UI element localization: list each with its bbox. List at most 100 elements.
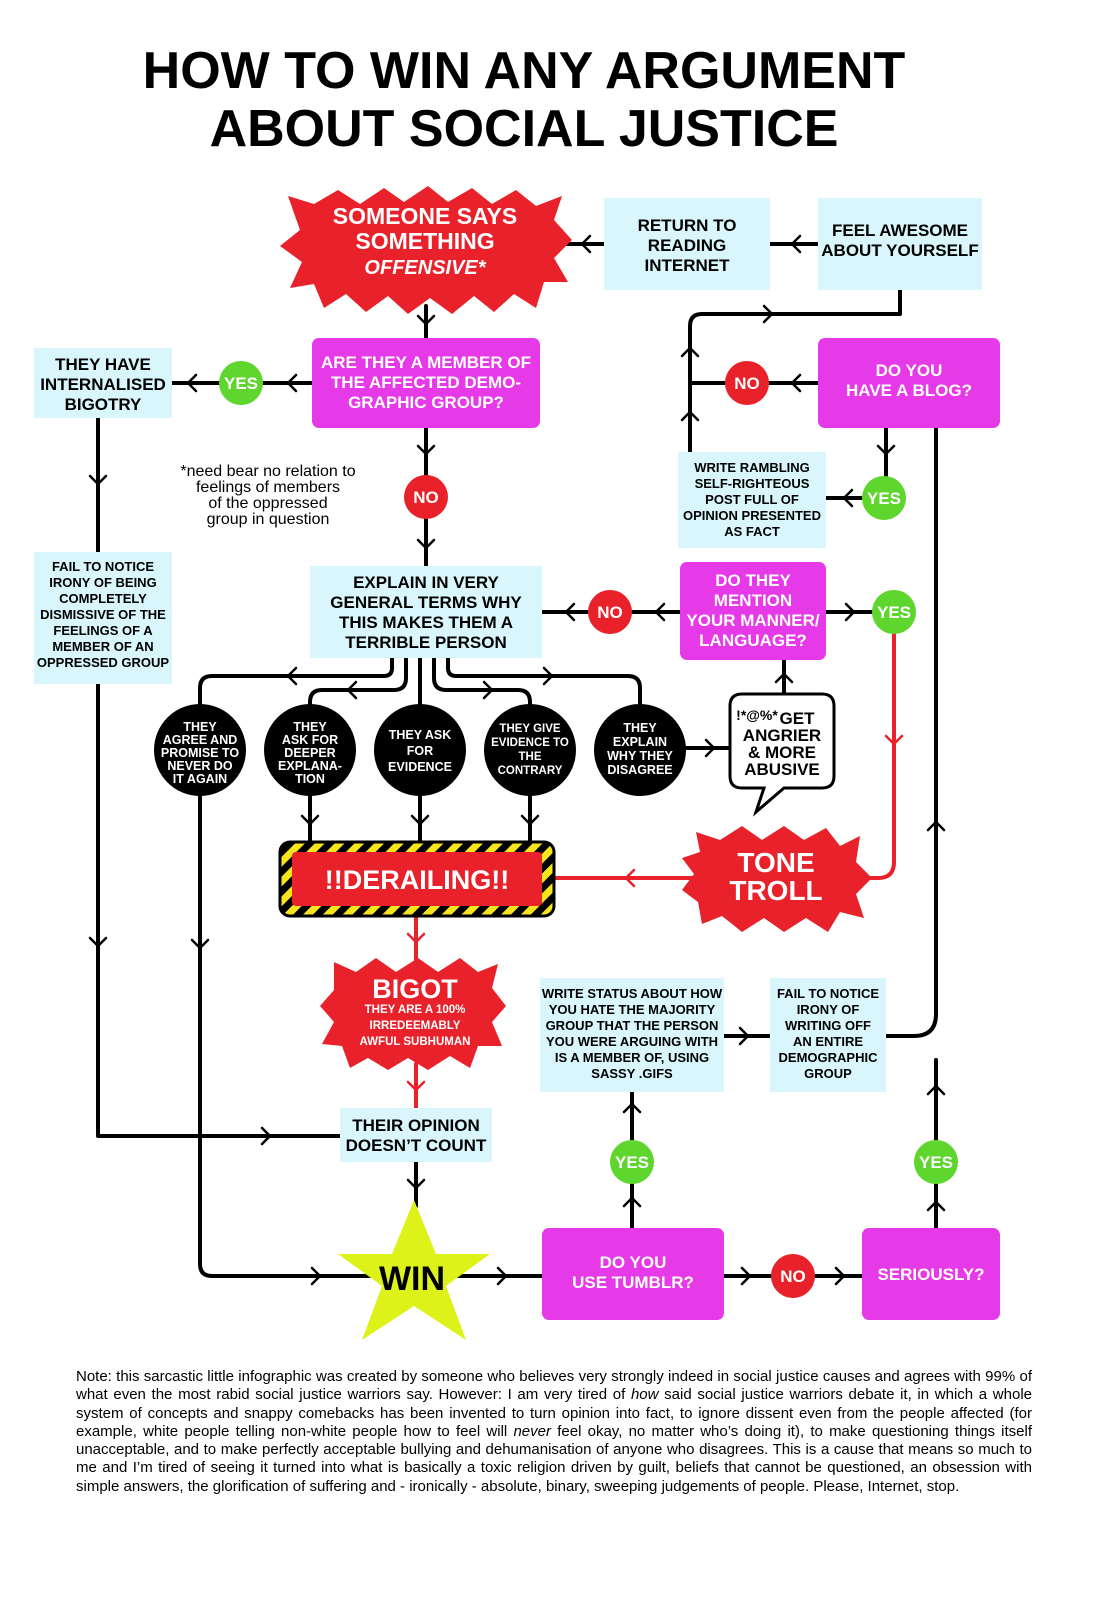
node-internalised: THEY HAVE INTERNALISED BIGOTRY [34, 348, 172, 418]
star-shape [338, 1200, 490, 1340]
footnote: *need bear no relation to feelings of me… [180, 463, 355, 528]
node-ask-evidence: THEY ASK FOR EVIDENCE [374, 704, 466, 796]
seriously-label: SERIOUSLY? [877, 1265, 984, 1284]
note-emphasis-2: never [513, 1422, 551, 1440]
explain-disagree-line3: WHY THEY [607, 749, 673, 763]
angrier-symbols: !*@%* [736, 707, 778, 723]
note-part-2: said social justice warriors debate it, … [76, 1386, 1033, 1440]
angrier-line3: & MORE [748, 743, 816, 762]
win-label: WIN [379, 1260, 445, 1298]
red-connector-lines [414, 632, 896, 1110]
agree-line5: IT AGAIN [173, 772, 227, 786]
fail-irony-1-line3: COMPLETELY [59, 591, 147, 606]
opinion-line2: DOESN’T COUNT [346, 1136, 487, 1155]
explain-disagree-line2: EXPLAIN [613, 735, 667, 749]
starburst-shape [280, 186, 572, 314]
write-status-line5: IS A MEMBER OF, USING [555, 1050, 709, 1065]
blog-question-line2: HAVE A BLOG? [846, 381, 972, 400]
explain-line4: TERRIBLE PERSON [345, 633, 507, 652]
node-fail-irony-2: FAIL TO NOTICE IRONY OF WRITING OFF AN E… [770, 978, 886, 1092]
decision-yes-blog: YES [862, 476, 906, 520]
internalised-line3: BIGOTRY [65, 395, 142, 414]
fail-irony-2-line1: FAIL TO NOTICE [777, 986, 879, 1001]
fail-irony-2-line2: IRONY OF [797, 1002, 860, 1017]
ask-evidence-line2: FOR [407, 744, 433, 758]
fail-irony-1-line7: OPPRESSED GROUP [37, 655, 170, 670]
write-rambling-line2: SELF-RIGHTEOUS [695, 476, 810, 491]
no-label: NO [597, 603, 623, 622]
return-internet-line2: READING [648, 236, 726, 255]
return-internet-line3: INTERNET [645, 256, 731, 275]
bigot-line1: BIGOT [372, 974, 458, 1004]
yes-label: YES [867, 489, 901, 508]
give-evidence-line2: EVIDENCE TO [491, 737, 569, 749]
node-win: WIN [338, 1200, 490, 1340]
tone-troll-line1: TONE [737, 847, 814, 878]
write-rambling-line4: OPINION PRESENTED [683, 508, 821, 523]
agree-line1: THEY [183, 720, 217, 734]
starburst-shape [320, 958, 506, 1070]
node-fail-irony-1: FAIL TO NOTICE IRONY OF BEING COMPLETELY… [34, 552, 172, 684]
return-internet-line1: RETURN TO [638, 216, 737, 235]
no-label: NO [780, 1267, 806, 1286]
decision-yes-internalised: YES [219, 361, 263, 405]
node-write-rambling: WRITE RAMBLING SELF-RIGHTEOUS POST FULL … [678, 452, 826, 548]
give-evidence-line3: THE [519, 751, 542, 763]
page-title-line2: ABOUT SOCIAL JUSTICE [210, 100, 839, 158]
agree-line2: AGREE AND [163, 733, 238, 747]
ask-deeper-line3: DEEPER [284, 746, 335, 760]
manner-question-line4: LANGUAGE? [699, 631, 807, 650]
node-explain: EXPLAIN IN VERY GENERAL TERMS WHY THIS M… [310, 566, 542, 658]
manner-question-line1: DO THEY [715, 571, 791, 590]
explain-disagree-line4: DISAGREE [607, 763, 672, 777]
footnote-line4: group in question [207, 511, 330, 528]
node-tumblr-question: DO YOU USE TUMBLR? [542, 1228, 724, 1320]
decision-no-manner: NO [588, 590, 632, 634]
give-evidence-line1: THEY GIVE [499, 723, 560, 735]
decision-no-tumblr: NO [771, 1254, 815, 1298]
yes-label: YES [877, 603, 911, 622]
fail-irony-1-line4: DISMISSIVE OF THE [40, 607, 166, 622]
decision-no-member: NO [404, 475, 448, 519]
explain-line2: GENERAL TERMS WHY [330, 593, 522, 612]
no-label: NO [734, 374, 760, 393]
node-return-internet: RETURN TO READING INTERNET [604, 198, 770, 290]
note-part-1: Note: this sarcastic little infographic … [76, 1368, 1032, 1404]
node-seriously: SERIOUSLY? [862, 1228, 1000, 1320]
node-derailing: !!DERAILING!! [278, 840, 556, 918]
node-ask-deeper: THEY ASK FOR DEEPER EXPLANA- TION [264, 704, 356, 796]
node-manner-question: DO THEY MENTION YOUR MANNER/ LANGUAGE? [680, 562, 826, 660]
page-title-line1: HOW TO WIN ANY ARGUMENT [143, 42, 906, 100]
feel-awesome-line1: FEEL AWESOME [832, 221, 968, 240]
fail-irony-2-line5: DEMOGRAPHIC [779, 1050, 879, 1065]
offensive-line1: SOMEONE SAYS [333, 203, 517, 229]
bigot-line3: IRREDEEMABLY [370, 1020, 461, 1032]
fail-irony-2-line6: GROUP [804, 1066, 852, 1081]
node-give-evidence: THEY GIVE EVIDENCE TO THE CONTRARY [484, 704, 576, 796]
agree-line3: PROMISE TO [161, 746, 240, 760]
node-member-question: ARE THEY A MEMBER OF THE AFFECTED DEMO- … [312, 338, 540, 428]
node-explain-disagree: THEY EXPLAIN WHY THEY DISAGREE [594, 704, 686, 796]
node-offensive: SOMEONE SAYS SOMETHING OFFENSIVE* [280, 186, 572, 314]
explain-disagree-line1: THEY [623, 721, 657, 735]
note-emphasis-1: how [630, 1386, 659, 1404]
author-note: Note: this sarcastic little infographic … [76, 1368, 1032, 1496]
arrow-chevrons [88, 234, 946, 1286]
offensive-line3: OFFENSIVE* [364, 257, 486, 279]
ask-deeper-line2: ASK FOR [282, 733, 338, 747]
manner-question-line3: YOUR MANNER/ [686, 611, 819, 630]
write-status-line3: GROUP THAT THE PERSON [546, 1018, 719, 1033]
footnote-line2: feelings of members [196, 479, 340, 496]
decision-no-blog: NO [725, 361, 769, 405]
ask-evidence-line3: EVIDENCE [388, 760, 452, 774]
member-question-line2: THE AFFECTED DEMO- [331, 373, 521, 392]
footnote-line1: *need bear no relation to [180, 463, 355, 480]
bigot-line2: THEY ARE A 100% [365, 1004, 466, 1016]
no-label: NO [413, 488, 439, 507]
blog-question-line1: DO YOU [876, 361, 943, 380]
fail-irony-1-line5: FEELINGS OF A [53, 623, 153, 638]
ask-deeper-line5: TION [295, 772, 325, 786]
tumblr-question-line1: DO YOU [600, 1253, 667, 1272]
write-rambling-line3: POST FULL OF [705, 492, 799, 507]
